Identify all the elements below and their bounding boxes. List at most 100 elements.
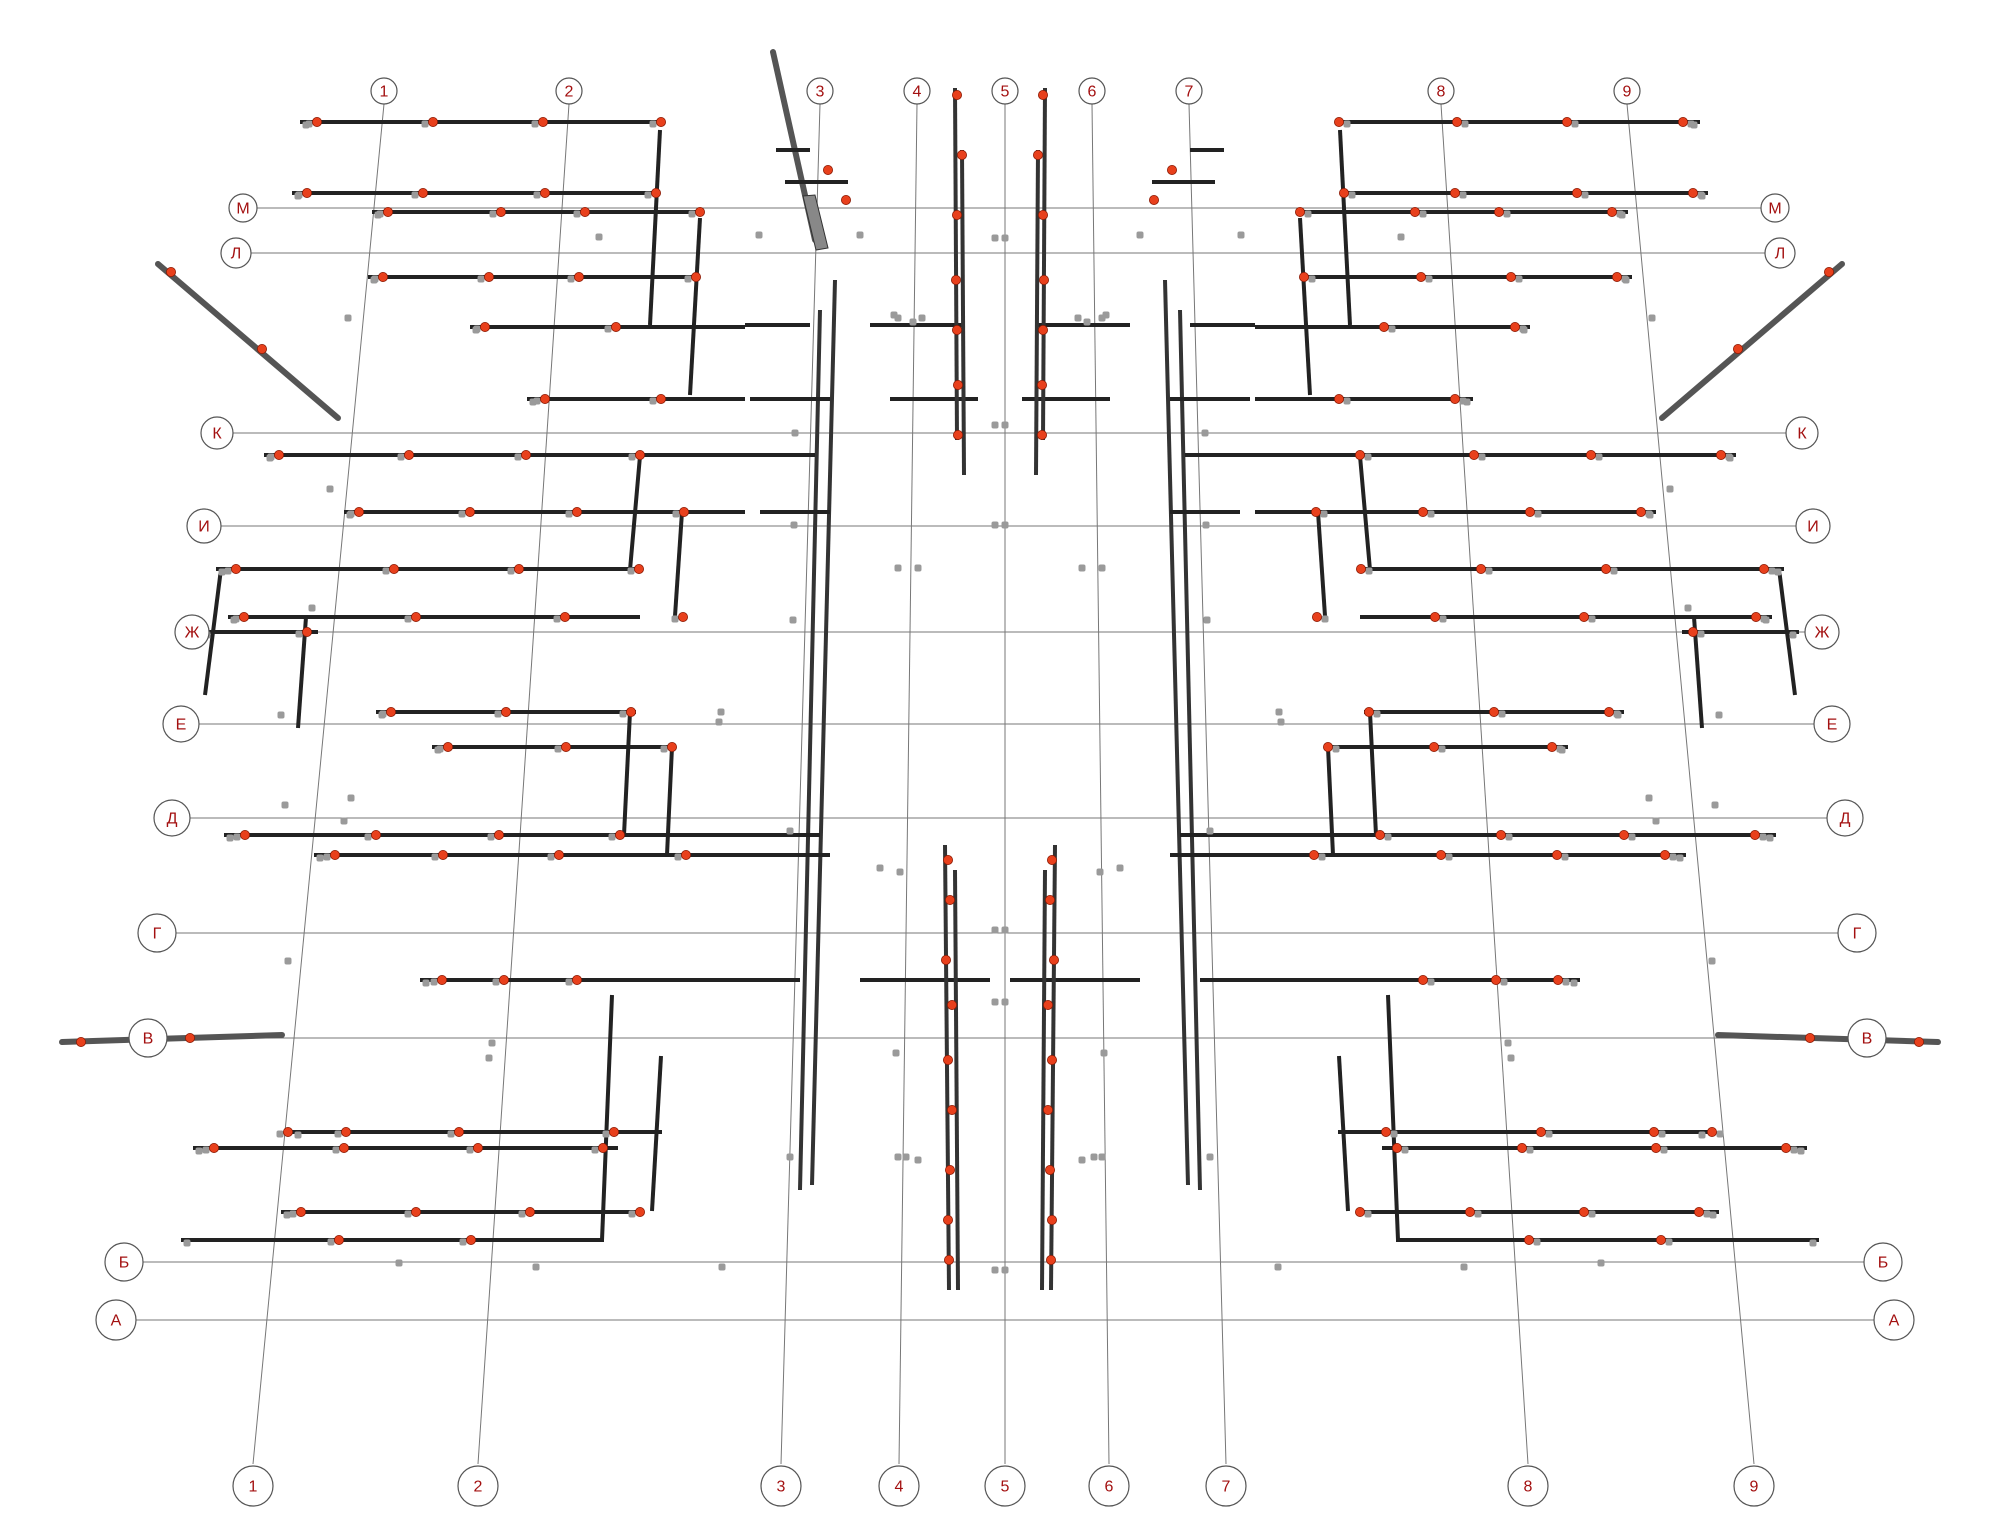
axis-label: 6 (1105, 1479, 1114, 1496)
pipe-segment (628, 455, 642, 571)
sprinkler-head-icon (1496, 830, 1507, 841)
sprinkler-head-icon (1562, 117, 1573, 128)
sprinkler-head-icon (635, 1207, 646, 1218)
pipe-fitting-icon (1427, 510, 1435, 518)
sprinkler-head-icon (1579, 612, 1590, 623)
pipe-fitting-icon (628, 453, 636, 461)
pipe-segment (59, 1032, 285, 1045)
pipe-fitting-icon (553, 615, 561, 623)
sprinkler-head-icon (678, 612, 689, 623)
axis-marker-3-bottom: 3 (760, 1465, 802, 1507)
sprinkler-head-icon (1334, 393, 1345, 404)
sprinkler-head-icon (561, 742, 572, 753)
pipe-fitting-icon (277, 711, 285, 719)
sprinkler-head-icon (1149, 194, 1160, 205)
pipe-fitting-icon (1658, 1130, 1666, 1138)
sprinkler-head-icon (230, 564, 241, 575)
sprinkler-head-icon (329, 850, 340, 861)
pipe-fitting-icon (1556, 745, 1564, 753)
sprinkler-head-icon (841, 194, 852, 205)
pipe-fitting-icon (431, 853, 439, 861)
axis-marker-В-left: В (128, 1018, 168, 1058)
pipe-fitting-icon (1384, 833, 1392, 841)
sprinkler-head-icon (943, 1055, 954, 1066)
pipe-fitting-icon (1561, 853, 1569, 861)
pipe-fitting-icon (1571, 120, 1579, 128)
grid-axis-9-line (1626, 103, 1755, 1465)
pipe-fitting-icon (1666, 485, 1674, 493)
sprinkler-head-icon (1047, 1215, 1058, 1226)
axis-marker-Л-right: Л (1764, 237, 1796, 269)
sprinkler-head-icon (1506, 271, 1517, 282)
axis-label: Б (119, 1255, 130, 1272)
pipe-fitting-icon (1645, 794, 1653, 802)
sprinkler-head-icon (691, 271, 702, 282)
axis-marker-Ж-left: Ж (174, 614, 210, 650)
sprinkler-head-icon (1733, 343, 1744, 354)
sprinkler-head-icon (273, 449, 284, 460)
pipe-fitting-icon (379, 710, 387, 718)
pipe-fitting-icon (1439, 615, 1447, 623)
sprinkler-head-icon (410, 1207, 421, 1218)
sprinkler-head-icon (945, 895, 956, 906)
sprinkler-head-icon (1805, 1033, 1816, 1044)
pipe-fitting-icon (914, 1156, 922, 1164)
pipe-fitting-icon (283, 1211, 291, 1219)
sprinkler-head-icon (1379, 321, 1390, 332)
axis-label: Е (176, 717, 187, 734)
axis-label: 1 (249, 1479, 258, 1496)
pipe-fitting-icon (532, 1263, 540, 1271)
sprinkler-head-icon (1553, 975, 1564, 986)
sprinkler-head-icon (385, 707, 396, 718)
sprinkler-head-icon (681, 850, 692, 861)
sprinkler-head-icon (1524, 1235, 1535, 1246)
pipe-segment (203, 568, 223, 696)
sprinkler-head-icon (1619, 830, 1630, 841)
pipe-fitting-icon (411, 191, 419, 199)
pipe-fitting-icon (489, 210, 497, 218)
sprinkler-head-icon (1612, 271, 1623, 282)
grid-axis-3-line (780, 103, 821, 1465)
sprinkler-head-icon (525, 1207, 536, 1218)
sprinkler-head-icon (1045, 1165, 1056, 1176)
pipe-fitting-icon (284, 957, 292, 965)
sprinkler-head-icon (382, 206, 393, 217)
pipe-segment (810, 279, 837, 1186)
axis-label: 6 (1088, 84, 1097, 101)
pipe-fitting-icon (1616, 210, 1624, 218)
pipe-fitting-icon (1078, 564, 1086, 572)
sprinkler-head-icon (417, 187, 428, 198)
axis-marker-1-bottom: 1 (232, 1465, 274, 1507)
pipe-fitting-icon (894, 1153, 902, 1161)
pipe-fitting-icon (340, 817, 348, 825)
sprinkler-head-icon (941, 955, 952, 966)
axis-label: Ж (185, 625, 200, 642)
sprinkler-head-icon (611, 321, 622, 332)
sprinkler-head-icon (1469, 449, 1480, 460)
sprinkler-head-icon (1649, 1127, 1660, 1138)
pipe-fitting-icon (1697, 630, 1705, 638)
pipe-fitting-icon (565, 978, 573, 986)
sprinkler-head-icon (947, 1105, 958, 1116)
axis-label: И (198, 519, 210, 536)
sprinkler-head-icon (1489, 707, 1500, 718)
sprinkler-head-icon (282, 1127, 293, 1138)
axis-marker-А-right: А (1873, 1299, 1915, 1341)
axis-label: Ж (1815, 625, 1830, 642)
pipe-fitting-icon (1595, 453, 1603, 461)
pipe-fitting-icon (1504, 1039, 1512, 1047)
pipe-fitting-icon (308, 604, 316, 612)
sprinkler-head-icon (944, 1255, 955, 1266)
pipe-fitting-icon (1277, 718, 1285, 726)
pipe-fitting-icon (1206, 827, 1214, 835)
pipe-fitting-icon (649, 397, 657, 405)
pipe-segment (673, 511, 684, 617)
pipe-fitting-icon (660, 745, 668, 753)
pipe-fitting-icon (789, 616, 797, 624)
pipe-fitting-icon (1274, 1263, 1282, 1271)
pipe-fitting-icon (364, 833, 372, 841)
sprinkler-head-icon (1707, 1127, 1718, 1138)
axis-marker-6-top: 6 (1078, 77, 1106, 105)
sprinkler-head-icon (635, 449, 646, 460)
pipe-fitting-icon (894, 314, 902, 322)
